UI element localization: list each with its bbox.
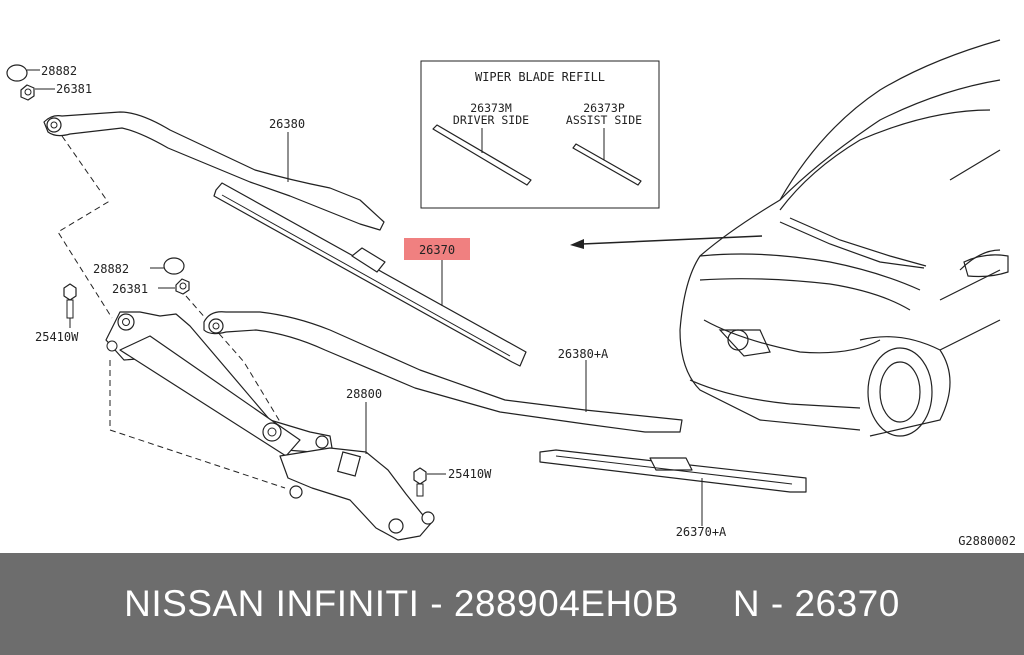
cap-28882-top: [6, 64, 40, 82]
label-26380a: 26380+A: [558, 347, 609, 361]
footer-banner: NISSAN INFINITI - 288904EH0B N - 26370: [0, 553, 1024, 655]
wiper-blade-26370a: [539, 449, 807, 493]
wiper-arm-26380: [43, 111, 385, 231]
bolt-25410w-left: [63, 283, 77, 328]
location-arrow: [570, 235, 763, 249]
label-28882-mid: 28882: [93, 262, 129, 276]
cap-28882-mid: [150, 257, 185, 275]
highlight-26370: 26370: [404, 238, 470, 260]
vehicle-sketch: [679, 39, 1009, 437]
label-26370a: 26370+A: [676, 525, 727, 539]
wiper-linkage-motor-28800: [105, 311, 435, 541]
nut-26381-mid: [158, 278, 190, 295]
driver-refill-part-number: 26373M: [470, 101, 512, 115]
bolt-25410w-right: [413, 467, 446, 497]
footer-part-number-text: NISSAN INFINITI - 288904EH0B N - 26370: [124, 583, 900, 624]
label-25410w-right: 25410W: [448, 467, 492, 481]
assist-refill-strip: [572, 143, 642, 186]
wiper-blade-refill-box: WIPER BLADE REFILL 26373M DRIVER SIDE 26…: [420, 60, 660, 209]
label-28882-top: 28882: [41, 64, 77, 78]
nut-26381-top: [20, 84, 55, 101]
drawing-code: G2880002: [958, 534, 1016, 548]
label-26381-mid: 26381: [112, 282, 148, 296]
label-26370: 26370: [419, 243, 455, 257]
wiper-arm-26380a: [203, 311, 683, 433]
assist-side-label: ASSIST SIDE: [566, 113, 642, 127]
refill-box-title: WIPER BLADE REFILL: [475, 70, 605, 84]
wiper-parts-diagram: WIPER BLADE REFILL 26373M DRIVER SIDE 26…: [6, 39, 1016, 548]
label-25410w-left: 25410W: [35, 330, 79, 344]
label-28800: 28800: [346, 387, 382, 401]
driver-refill-strip: [432, 124, 532, 186]
label-26380: 26380: [269, 117, 305, 131]
driver-side-label: DRIVER SIDE: [453, 113, 529, 127]
wiper-blade-26370: [213, 182, 527, 367]
assist-refill-part-number: 26373P: [583, 101, 625, 115]
label-26381-top: 26381: [56, 82, 92, 96]
